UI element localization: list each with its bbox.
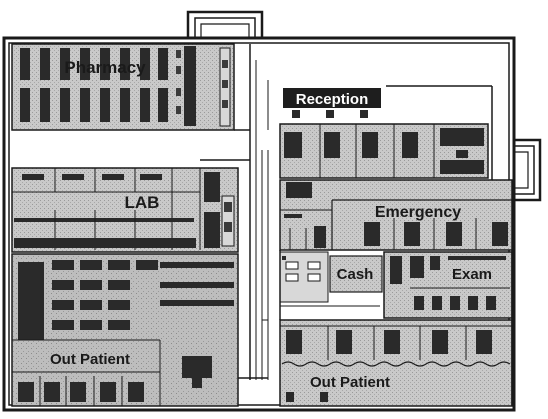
emergency-room: Emergency xyxy=(279,179,513,251)
out-patient-right-room: Out Patient xyxy=(279,319,513,407)
reception-area: Reception xyxy=(283,88,381,118)
emergency-label: Emergency xyxy=(375,204,461,221)
exam-label: Exam xyxy=(452,266,492,283)
cash-label: Cash xyxy=(337,266,374,283)
cash-room: Cash xyxy=(279,251,383,307)
corridor-details xyxy=(279,250,513,406)
out-patient-left-label: Out Patient xyxy=(50,351,130,368)
lab-room: LAB xyxy=(11,167,239,253)
pharmacy-label: Pharmacy xyxy=(64,58,146,77)
pharmacy-room: Pharmacy xyxy=(11,43,235,131)
reception-label: Reception xyxy=(296,91,369,108)
reception-offices xyxy=(279,123,489,179)
out-patient-right-label: Out Patient xyxy=(310,374,390,391)
corridor-walls xyxy=(200,44,493,380)
lab-label: LAB xyxy=(125,193,160,212)
pharmacy-shelves xyxy=(20,46,231,127)
out-patient-left-room: Out Patient xyxy=(11,253,239,407)
exam-room: Exam xyxy=(383,251,513,319)
